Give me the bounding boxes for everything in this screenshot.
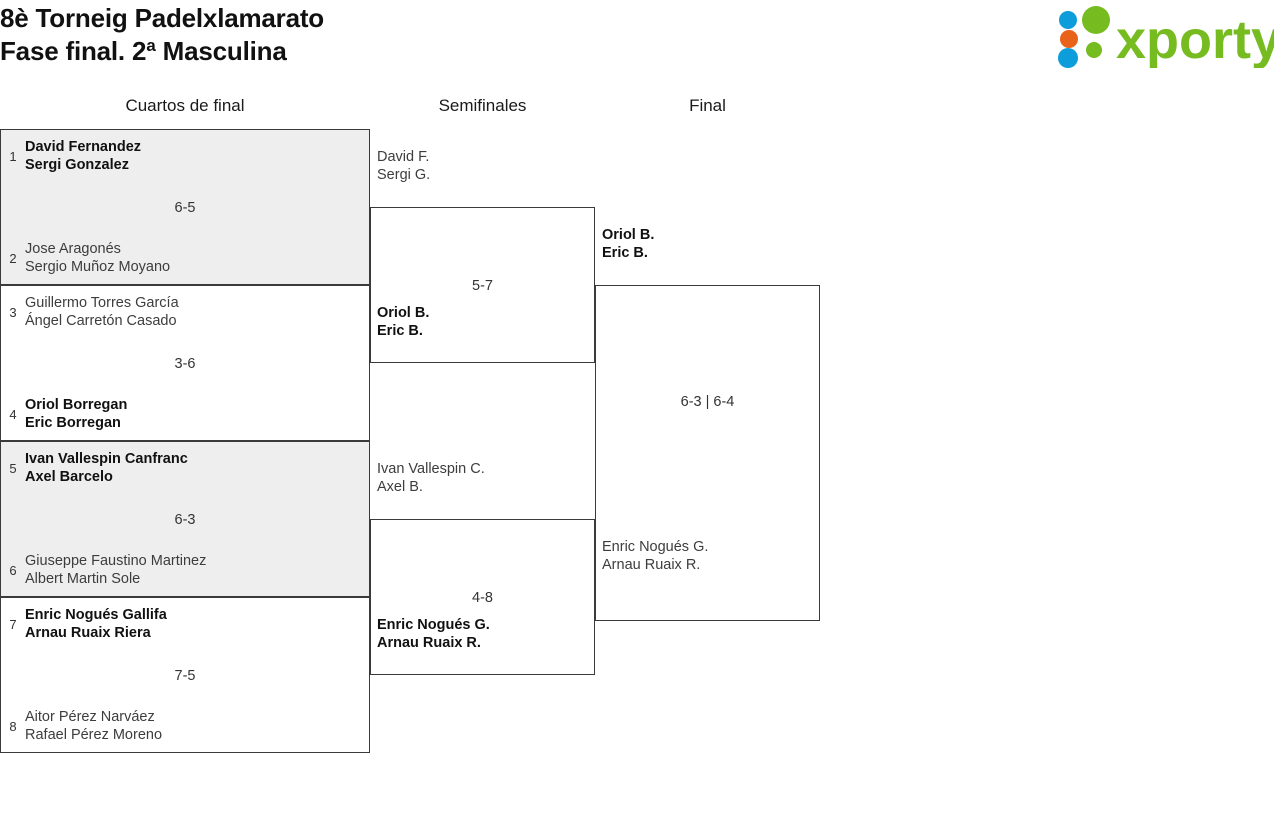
match-score: 6-3 | 6-4 (680, 394, 735, 410)
match-quarterfinal-3[interactable]: 5 Ivan Vallespin Canfranc Axel Barcelo 6… (0, 441, 370, 597)
player-name: David F. (377, 149, 430, 165)
seed-number: 8 (9, 718, 17, 734)
seed-number: 6 (9, 562, 17, 578)
player-name: Ivan Vallespin C. (377, 461, 485, 477)
team-names: Enric Nogués Gallifa Arnau Ruaix Riera (25, 606, 167, 642)
team-names: Aitor Pérez Narváez Rafael Pérez Moreno (25, 708, 162, 744)
player-name: Enric Nogués G. (602, 539, 709, 555)
team-names: Jose Aragonés Sergio Muñoz Moyano (25, 240, 170, 276)
round-header-quarterfinals: Cuartos de final (125, 96, 245, 115)
match-competitor-bottom[interactable]: 6 Giuseppe Faustino Martinez Albert Mart… (1, 552, 369, 588)
match-competitor-bottom[interactable]: Enric Nogués G. Arnau Ruaix R. (377, 616, 592, 652)
tournament-name: 8è Torneig Padelxlamarato (0, 3, 324, 33)
xporty-logo[interactable]: xporty (1050, 6, 1274, 68)
player-name: Eric B. (602, 245, 648, 261)
tournament-phase: Fase final. 2ª Masculina (0, 36, 287, 66)
match-semifinal-2[interactable]: 4-8 (370, 519, 595, 675)
player-name: Rafael Pérez Moreno (25, 727, 163, 743)
player-name: Eric Borregan (25, 415, 121, 431)
match-competitor-top[interactable]: 5 Ivan Vallespin Canfranc Axel Barcelo (1, 450, 369, 486)
player-name: Arnau Ruaix Riera (25, 625, 151, 641)
player-name: Axel B. (377, 479, 423, 495)
match-quarterfinal-1[interactable]: 1 David Fernandez Sergi Gonzalez 6-5 2 J… (0, 129, 370, 285)
player-name: Oriol B. (602, 227, 655, 243)
player-name: Arnau Ruaix R. (377, 635, 481, 651)
svg-text:xporty: xporty (1116, 10, 1274, 68)
player-name: Giuseppe Faustino Martinez (25, 553, 207, 569)
seed-number: 2 (9, 250, 17, 266)
player-name: Enric Nogués G. (377, 617, 490, 633)
page-title: 8è Torneig Padelxlamarato Fase final. 2ª… (0, 2, 324, 68)
seed-number: 7 (9, 616, 17, 632)
team-names: David Fernandez Sergi Gonzalez (25, 138, 141, 174)
page-header: 8è Torneig Padelxlamarato Fase final. 2ª… (0, 0, 1280, 80)
match-competitor-bottom[interactable]: Enric Nogués G. Arnau Ruaix R. (602, 538, 817, 574)
match-final[interactable]: 6-3 | 6-4 (595, 285, 820, 621)
round-header-final: Final (689, 96, 726, 115)
player-name: Ivan Vallespin Canfranc (25, 451, 188, 467)
player-name: Sergi G. (377, 167, 431, 183)
match-quarterfinal-2[interactable]: 3 Guillermo Torres García Ángel Carretón… (0, 285, 370, 441)
match-semifinal-1[interactable]: 5-7 (370, 207, 595, 363)
team-names: Giuseppe Faustino Martinez Albert Martin… (25, 552, 206, 588)
match-competitor-bottom[interactable]: 8 Aitor Pérez Narváez Rafael Pérez Moren… (1, 708, 369, 744)
seed-number: 4 (9, 406, 17, 422)
match-competitor-top[interactable]: David F. Sergi G. (377, 148, 592, 184)
match-score: 4-8 (472, 590, 493, 606)
seed-number: 1 (9, 148, 17, 164)
team-names: Oriol Borregan Eric Borregan (25, 396, 127, 432)
match-quarterfinal-4[interactable]: 7 Enric Nogués Gallifa Arnau Ruaix Riera… (0, 597, 370, 753)
match-score: 6-3 (174, 512, 196, 528)
round-header-semifinals: Semifinales (438, 96, 527, 115)
seed-number: 5 (9, 460, 17, 476)
player-name: Sergi Gonzalez (25, 157, 129, 173)
match-competitor-top[interactable]: Oriol B. Eric B. (602, 226, 817, 262)
player-name: Oriol B. (377, 305, 430, 321)
player-name: Arnau Ruaix R. (602, 557, 701, 573)
player-name: Albert Martin Sole (25, 571, 141, 587)
match-competitor-top[interactable]: 3 Guillermo Torres García Ángel Carretón… (1, 294, 369, 330)
player-name: Guillermo Torres García (25, 295, 179, 311)
match-score: 5-7 (472, 278, 493, 294)
player-name: Oriol Borregan (25, 397, 128, 413)
match-score: 6-5 (174, 200, 196, 216)
match-score: 7-5 (174, 668, 196, 684)
player-name: Aitor Pérez Narváez (25, 709, 155, 725)
seed-number: 3 (9, 304, 17, 320)
player-name: Jose Aragonés (25, 241, 121, 257)
player-name: David Fernandez (25, 139, 142, 155)
player-name: Ángel Carretón Casado (25, 313, 177, 329)
match-competitor-bottom[interactable]: 4 Oriol Borregan Eric Borregan (1, 396, 369, 432)
player-name: Eric B. (377, 323, 423, 339)
match-competitor-top[interactable]: Ivan Vallespin C. Axel B. (377, 460, 592, 496)
player-name: Sergio Muñoz Moyano (25, 259, 171, 275)
xporty-logo-icon: xporty (1058, 6, 1274, 68)
team-names: Ivan Vallespin Canfranc Axel Barcelo (25, 450, 188, 486)
match-score: 3-6 (174, 356, 196, 372)
match-competitor-bottom[interactable]: Oriol B. Eric B. (377, 304, 592, 340)
match-competitor-top[interactable]: 1 David Fernandez Sergi Gonzalez (1, 138, 369, 174)
player-name: Enric Nogués Gallifa (25, 607, 167, 623)
player-name: Axel Barcelo (25, 469, 113, 485)
team-names: Guillermo Torres García Ángel Carretón C… (25, 294, 179, 330)
match-competitor-top[interactable]: 7 Enric Nogués Gallifa Arnau Ruaix Riera (1, 606, 369, 642)
match-competitor-bottom[interactable]: 2 Jose Aragonés Sergio Muñoz Moyano (1, 240, 369, 276)
